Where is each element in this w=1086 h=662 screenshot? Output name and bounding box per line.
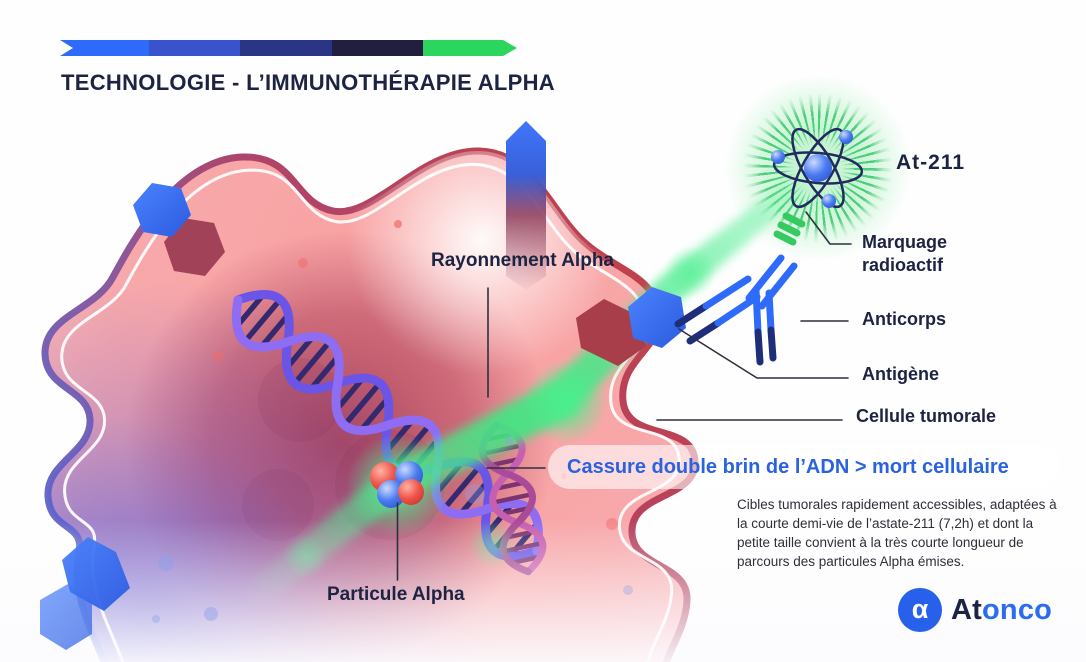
label-at-211: At-211 [896, 151, 966, 174]
atom-icon [771, 127, 864, 209]
radioactive-marking [773, 212, 806, 246]
bar-segment-5 [423, 40, 517, 56]
receptor-top-left [133, 183, 225, 276]
receptor-bottom-left [40, 537, 130, 650]
label-anticorps: Anticorps [862, 309, 947, 329]
bar-segment-1 [60, 40, 149, 56]
atonco-logo: α Atonco [898, 587, 1052, 633]
description-paragraph: Cibles tumorales rapidement accessibles,… [737, 497, 1057, 570]
atom-nucleus [804, 154, 832, 182]
bottom-fade [0, 520, 1086, 662]
logo-text-at: At [951, 593, 983, 626]
logo-wordmark: Atonco [951, 594, 1052, 627]
bar-segment-3 [240, 40, 332, 56]
antigen-graphic [576, 287, 686, 366]
logo-text-onco: onco [982, 593, 1053, 626]
antibody-graphic [674, 254, 798, 366]
decorative-blue-dots [152, 437, 633, 623]
logo-alpha-icon: α [898, 588, 942, 632]
cassure-callout: Cassure double brin de l’ADN > mort cell… [548, 445, 1060, 489]
label-cellule-tumorale: Cellule tumorale [856, 406, 997, 426]
receptor-top [506, 121, 546, 290]
connector-lines [396, 211, 852, 581]
line-marquage [805, 211, 852, 245]
bar-segment-2 [149, 40, 240, 56]
cell-highlight [347, 150, 617, 375]
alpha-particle [370, 461, 424, 508]
label-antigene: Antigène [862, 364, 940, 384]
header-color-bar [60, 40, 517, 56]
cassure-text: Cassure double brin de l’ADN > mort cell… [567, 456, 1009, 478]
bar-segment-4 [332, 40, 423, 56]
label-rayonnement-alpha: Rayonnement Alpha [431, 250, 614, 271]
page-title: TECHNOLOGIE - L’IMMUNOTHÉRAPIE ALPHA [61, 70, 555, 95]
label-marquage-radioactif: Marquage radioactif [862, 232, 948, 276]
line-antigene [678, 328, 849, 379]
logo-alpha-glyph: α [911, 593, 929, 624]
label-particule-alpha: Particule Alpha [327, 584, 465, 605]
